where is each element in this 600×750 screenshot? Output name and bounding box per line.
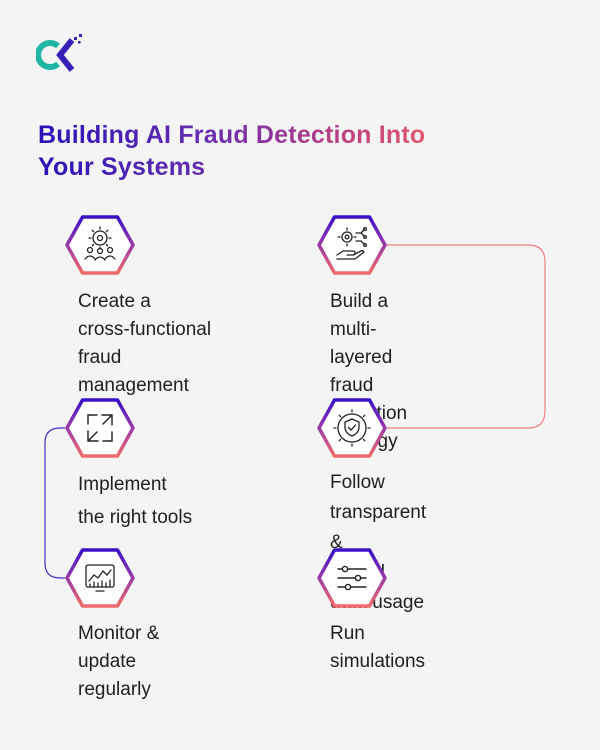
- expand-arrows-icon: [65, 398, 135, 458]
- step-5-label: Monitor & update regularly: [78, 623, 160, 700]
- brand-logo-icon: [36, 34, 82, 72]
- sliders-icon: [317, 548, 387, 608]
- gear-hand-network-icon: [317, 215, 387, 275]
- team-gear-icon: [65, 215, 135, 275]
- step-6-label: Run simulations: [330, 623, 426, 672]
- connector-2-4: [387, 244, 546, 429]
- monitor-chart-icon: [65, 548, 135, 608]
- step-3-label: Implement the right tools: [78, 474, 193, 528]
- shield-check-gear-icon: [317, 398, 387, 458]
- connector-3-5: [44, 427, 65, 579]
